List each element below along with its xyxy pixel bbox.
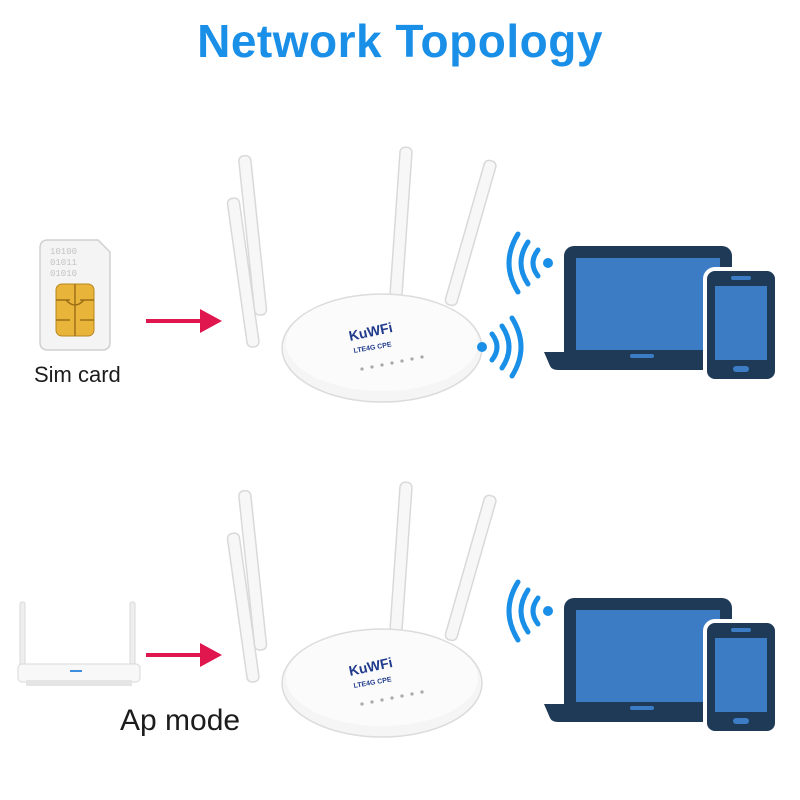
wifi-signal-icon [506, 579, 553, 643]
page-title: Network Topology [197, 15, 603, 67]
phone-icon [703, 267, 779, 383]
router-icon: KuWFi LTE4G CPE [226, 146, 497, 403]
sim-card-label: Sim card [34, 362, 121, 387]
laptop-icon [544, 598, 740, 722]
laptop-icon [544, 246, 740, 370]
router-icon: KuWFi LTE4G CPE [226, 481, 497, 738]
sim-digits-2: 01011 [50, 258, 77, 268]
arrow-right-icon [146, 643, 222, 667]
sim-card-icon: 10100 01011 01010 [39, 239, 111, 351]
wifi-signal-icon [506, 231, 553, 295]
sim-digits-1: 10100 [50, 247, 77, 257]
wifi-signal-icon [477, 315, 524, 379]
sim-digits-3: 01010 [50, 269, 77, 279]
ap-mode-label: Ap mode [120, 704, 241, 737]
wifi-router-icon [17, 601, 141, 686]
phone-icon [703, 619, 779, 735]
arrow-right-icon [146, 309, 222, 333]
